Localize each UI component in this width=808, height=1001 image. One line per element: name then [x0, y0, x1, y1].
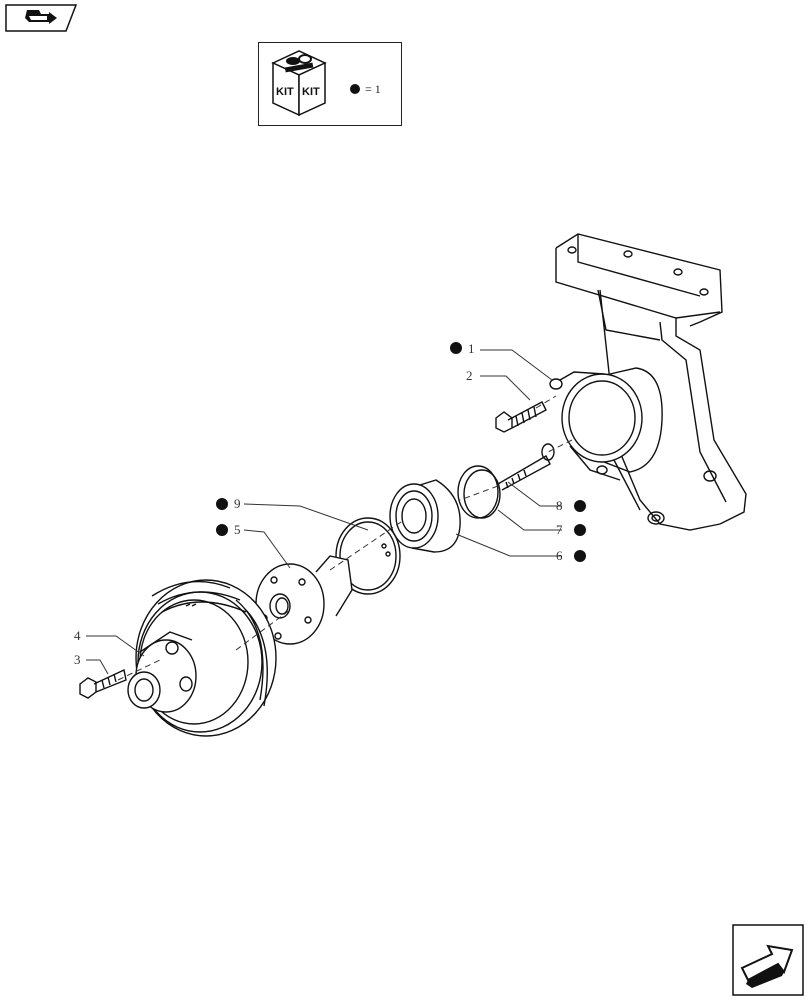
bolt-2	[495, 401, 547, 433]
kit-bullet-icon	[350, 84, 360, 94]
previous-page-button[interactable]	[5, 4, 78, 32]
kit-legend-box: KIT KIT = 1	[258, 42, 402, 126]
bolt-3	[79, 668, 127, 699]
kit-bullet-6	[574, 550, 586, 562]
mounting-bracket	[555, 233, 747, 531]
bearing-6	[389, 479, 461, 553]
callout-6: 6	[556, 548, 563, 563]
kit-box-icon: KIT KIT = 1	[271, 50, 381, 117]
callout-2: 2	[466, 368, 473, 383]
kit-bullet-1	[450, 342, 462, 354]
kit-label-right: KIT	[302, 86, 320, 98]
next-page-arrow-icon	[732, 924, 804, 996]
kit-bullet-7	[574, 524, 586, 536]
washer-7	[457, 465, 501, 519]
callout-7: 7	[556, 522, 563, 537]
next-page-button[interactable]	[732, 924, 804, 996]
callout-8: 8	[556, 498, 563, 513]
kit-bullet-5	[216, 524, 228, 536]
kit-equals-text: = 1	[365, 82, 381, 96]
bearing-housing	[549, 367, 663, 481]
callout-9: 9	[234, 496, 241, 511]
callout-4: 4	[74, 628, 81, 643]
kit-bullet-8	[574, 500, 586, 512]
callout-1: 1	[468, 341, 475, 356]
kit-label-left: KIT	[276, 86, 294, 98]
callout-3: 3	[74, 652, 81, 667]
pulley-4	[127, 579, 277, 737]
previous-page-arrow-icon	[5, 4, 78, 32]
callout-5: 5	[234, 522, 241, 537]
circlip-9	[335, 517, 401, 595]
hub-5	[255, 555, 353, 645]
bolt-8	[497, 443, 555, 491]
kit-bullet-9	[216, 498, 228, 510]
